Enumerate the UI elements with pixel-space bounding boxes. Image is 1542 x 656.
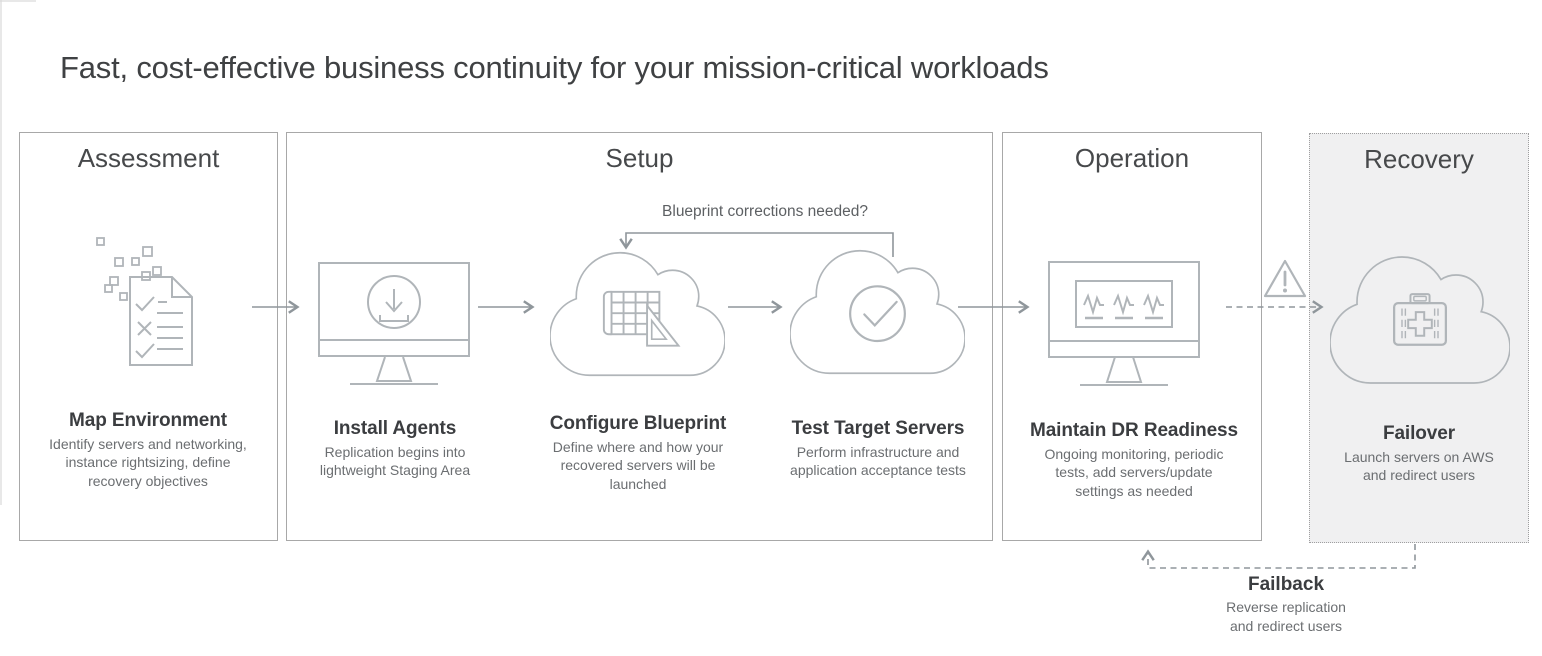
step-install-agents: Install Agents Replication begins into l… (285, 418, 505, 480)
step-title: Maintain DR Readiness (1029, 420, 1238, 441)
step-desc: Launch servers on AWS and redirect users (1344, 449, 1494, 484)
warning-triangle-icon (1262, 257, 1308, 301)
blueprint-loop-label: Blueprint corrections needed? (662, 203, 868, 220)
failback-label: Failback (1247, 574, 1325, 595)
step-desc: Perform infrastructure and application a… (790, 444, 966, 479)
phase-label-assessment: Assessment (77, 143, 220, 173)
cloud-first-aid-icon (1330, 248, 1510, 392)
checklist-document-icon (86, 222, 198, 372)
monitor-pulse-icon (1048, 261, 1200, 391)
step-title: Configure Blueprint (549, 413, 727, 434)
phase-box-setup: Setup (286, 132, 993, 541)
phase-box-operation: Operation (1002, 132, 1262, 541)
step-test-target-servers: Test Target Servers Perform infrastructu… (763, 418, 993, 480)
step-title: Test Target Servers (791, 418, 965, 439)
phase-label-operation: Operation (1074, 143, 1190, 173)
step-map-environment: Map Environment Identify servers and net… (28, 410, 268, 490)
step-maintain-dr-readiness: Maintain DR Readiness Ongoing monitoring… (1019, 420, 1249, 500)
step-desc: Define where and how your recovered serv… (552, 439, 724, 492)
phase-label-setup: Setup (605, 143, 674, 173)
step-desc: Replication begins into lightweight Stag… (319, 444, 471, 479)
failback-description: Reverse replication and redirect users (1226, 599, 1346, 634)
step-desc: Ongoing monitoring, periodic tests, add … (1044, 446, 1224, 499)
phase-label-recovery: Recovery (1364, 144, 1474, 174)
cloud-check-icon (790, 242, 965, 382)
step-failover: Failover Launch servers on AWS and redir… (1319, 423, 1519, 485)
phase-box-assessment: Assessment (19, 132, 278, 541)
arrow-failback-dashed (1141, 544, 1416, 569)
monitor-download-icon (318, 262, 470, 390)
step-title: Failover (1382, 423, 1456, 444)
step-desc: Identify servers and networking, instanc… (49, 436, 247, 489)
step-title: Install Agents (333, 418, 457, 439)
step-title: Map Environment (69, 410, 227, 431)
step-configure-blueprint: Configure Blueprint Define where and how… (528, 413, 748, 493)
cloud-blueprint-icon (550, 244, 725, 384)
phase-box-recovery: Recovery (1309, 133, 1529, 543)
page-title: Fast, cost-effective business continuity… (60, 50, 1049, 85)
